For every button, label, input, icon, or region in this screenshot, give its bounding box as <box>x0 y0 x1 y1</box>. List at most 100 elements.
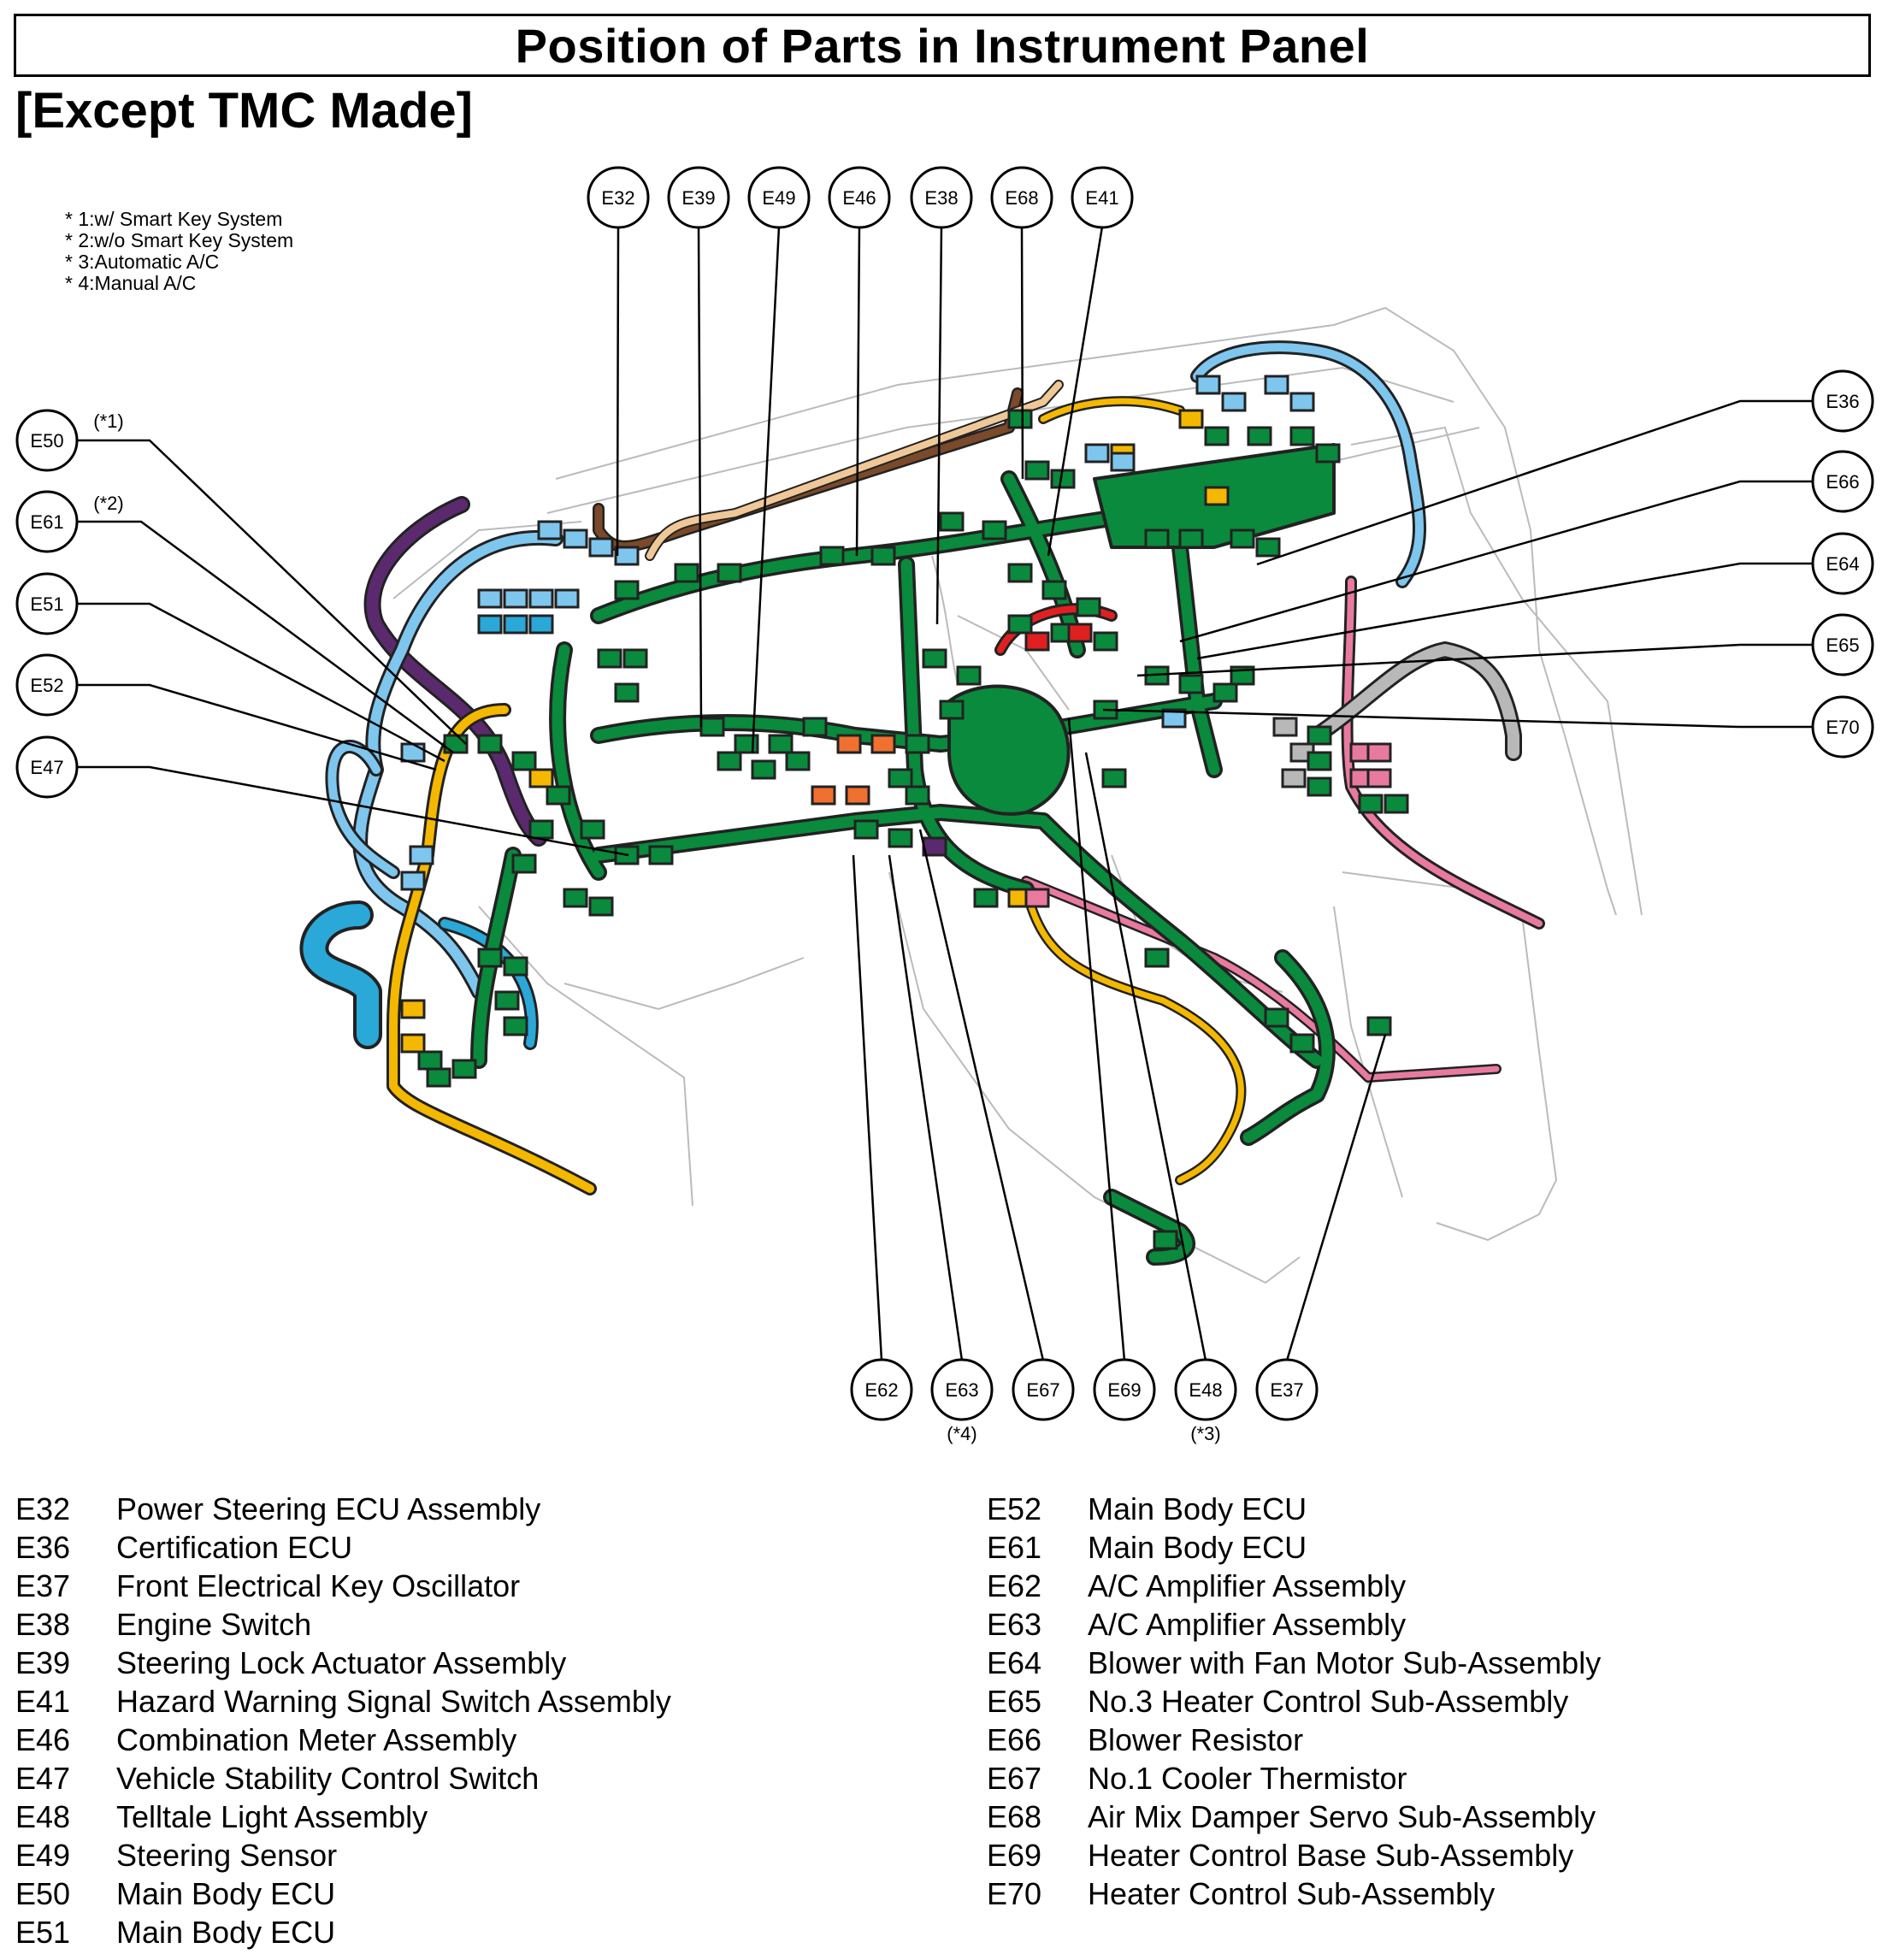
callout-circle <box>1012 1358 1075 1421</box>
connector <box>554 588 580 609</box>
legend-row: E51 Main Body ECU <box>15 1913 671 1951</box>
connector <box>1093 631 1118 652</box>
callout-label: E47 <box>30 757 63 778</box>
connector <box>400 999 426 1019</box>
legend-code: E64 <box>987 1645 1042 1680</box>
connector <box>751 759 776 780</box>
callout-circle <box>828 166 891 229</box>
callout-e47: E47 <box>15 735 79 799</box>
callout-label: E66 <box>1826 471 1859 493</box>
connector <box>614 580 640 600</box>
legend-code: E65 <box>987 1684 1042 1719</box>
connector <box>503 1016 528 1036</box>
wire-harness <box>299 340 1545 1266</box>
connector <box>511 751 537 771</box>
connector <box>1358 794 1384 814</box>
callout-e36: E36 <box>1811 369 1874 433</box>
connector <box>511 853 537 874</box>
connector <box>1024 888 1050 908</box>
annotation-e61: (*2) <box>93 493 123 514</box>
page-title: Position of Parts in Instrument Panel <box>515 18 1370 73</box>
connector <box>1204 426 1230 446</box>
callout-e64: E64 <box>1811 532 1874 595</box>
connector <box>1024 631 1050 652</box>
callout-label: E67 <box>1026 1379 1059 1401</box>
connector <box>1247 426 1272 446</box>
connector <box>1067 623 1093 643</box>
callout-label: E61 <box>30 511 63 533</box>
connector <box>417 1050 443 1071</box>
connector <box>563 528 588 549</box>
connector <box>811 785 836 806</box>
callout-circle <box>15 572 79 635</box>
connector <box>588 896 614 917</box>
callout-e37: E37 <box>1255 1358 1319 1421</box>
callout-e32: E32 <box>587 166 650 229</box>
legend-code: E37 <box>15 1568 71 1603</box>
legend-part-name: Main Body ECU <box>1088 1491 1307 1526</box>
legend-code: E62 <box>987 1568 1042 1603</box>
connector <box>1264 375 1289 395</box>
callout-label: E62 <box>864 1379 898 1401</box>
connector <box>1221 392 1247 412</box>
legend-code: E67 <box>987 1761 1042 1796</box>
callout-e39: E39 <box>667 166 730 229</box>
legend-code: E46 <box>15 1722 71 1757</box>
connector <box>1281 768 1307 788</box>
connector <box>451 1059 477 1079</box>
connector <box>400 1033 426 1054</box>
callout-circle <box>1811 369 1874 433</box>
legend-row: E65 No.3 Heater Control Sub-Assembly <box>987 1682 1601 1721</box>
legend-code: E66 <box>987 1722 1042 1757</box>
callout-label: E46 <box>842 187 876 209</box>
connector <box>922 836 947 857</box>
connector <box>768 734 794 754</box>
legend-code: E48 <box>15 1799 71 1834</box>
callout-circle <box>15 490 79 553</box>
page-subtitle: [Except TMC Made] <box>15 83 473 139</box>
callout-label: E41 <box>1085 187 1118 209</box>
legend-code: E49 <box>15 1838 71 1873</box>
callout-e66: E66 <box>1811 450 1874 513</box>
connector <box>1204 486 1230 506</box>
footnotes: * 1:w/ Smart Key System * 2:w/o Smart Ke… <box>65 209 293 294</box>
callout-label: E32 <box>601 187 634 209</box>
connector <box>409 845 434 865</box>
connector <box>528 588 554 609</box>
connector <box>956 665 982 686</box>
connector <box>836 734 862 754</box>
legend-part-name: Engine Switch <box>116 1607 312 1642</box>
legend-code: E51 <box>15 1915 71 1950</box>
connector <box>1212 682 1238 703</box>
connector <box>1264 1007 1289 1028</box>
connector <box>528 819 554 840</box>
connector <box>614 546 640 566</box>
callout-circle <box>1811 532 1874 595</box>
legend-code: E39 <box>15 1645 71 1680</box>
connector <box>888 828 913 848</box>
legend-part-name: Hazard Warning Signal Switch Assembly <box>116 1684 671 1719</box>
connector <box>939 511 965 532</box>
legend-part-name: No.3 Heater Control Sub-Assembly <box>1088 1684 1569 1719</box>
connector <box>1255 537 1281 558</box>
callout-e61: E61 <box>15 490 79 553</box>
callout-e38: E38 <box>910 166 973 229</box>
annotation-e48: (*3) <box>1190 1423 1220 1444</box>
callout-label: E48 <box>1189 1379 1222 1401</box>
legend-part-name: Main Body ECU <box>116 1915 336 1950</box>
connector <box>494 990 520 1011</box>
connector <box>503 956 528 977</box>
legend-part-name: Main Body ECU <box>1088 1530 1307 1565</box>
connector <box>1024 460 1050 481</box>
